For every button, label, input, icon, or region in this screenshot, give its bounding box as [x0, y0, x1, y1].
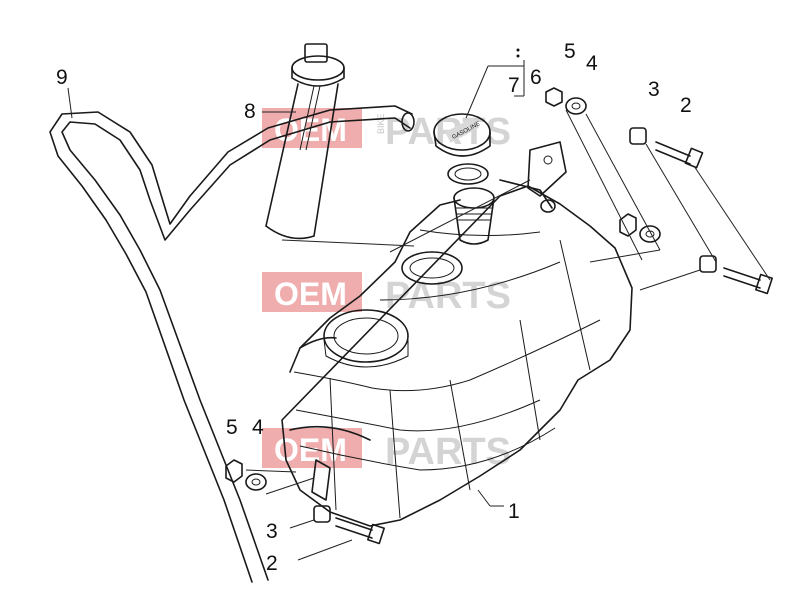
bolt-top — [655, 141, 691, 157]
callout-2-bottom: 2 — [266, 552, 278, 575]
washer-top — [565, 97, 587, 115]
callout-numbers: 9 8 7 6 5 4 3 2 5 4 3 2 1 — [56, 40, 692, 575]
spacer-top — [629, 127, 647, 145]
callout-6: 6 — [530, 66, 542, 89]
hardware-bottom-left — [225, 459, 385, 545]
callout-8: 8 — [244, 100, 256, 123]
spacer-bottom — [313, 505, 331, 523]
bolt-bottom — [335, 517, 373, 531]
cap-gasket — [447, 163, 489, 185]
leader-lines — [67, 60, 771, 561]
breather-hose — [49, 105, 415, 583]
callout-5-top: 5 — [564, 40, 576, 63]
washer-mid — [639, 225, 661, 243]
callout-9: 9 — [56, 66, 68, 89]
fuel-tank — [281, 141, 633, 527]
hardware-top-right — [545, 87, 773, 295]
callout-5-bottom: 5 — [226, 416, 238, 439]
callout-2-top: 2 — [680, 94, 692, 117]
nut-top — [545, 87, 563, 107]
nut-mid — [619, 213, 637, 237]
fuel-gauge-sender — [265, 43, 345, 240]
callout-3-bottom: 3 — [266, 520, 278, 543]
callout-4-top: 4 — [586, 52, 598, 75]
watermark-oem-text: OEM — [274, 276, 347, 312]
nut-bottom — [225, 459, 243, 483]
callout-7: 7 — [508, 74, 520, 97]
watermark-bike-text: BIKE — [376, 113, 386, 134]
spacer-mid — [699, 255, 717, 273]
filler-neck — [453, 179, 556, 245]
callout-4-bottom: 4 — [252, 416, 264, 439]
washer-bottom — [245, 473, 267, 491]
callout-3-top: 3 — [648, 78, 660, 101]
watermark-bottom: OEM PARTS — [262, 428, 511, 473]
callout-1: 1 — [508, 500, 520, 523]
watermark-middle: OEM PARTS — [262, 272, 511, 317]
bolt-mid — [723, 267, 761, 281]
watermark-parts-text: PARTS — [385, 431, 511, 473]
